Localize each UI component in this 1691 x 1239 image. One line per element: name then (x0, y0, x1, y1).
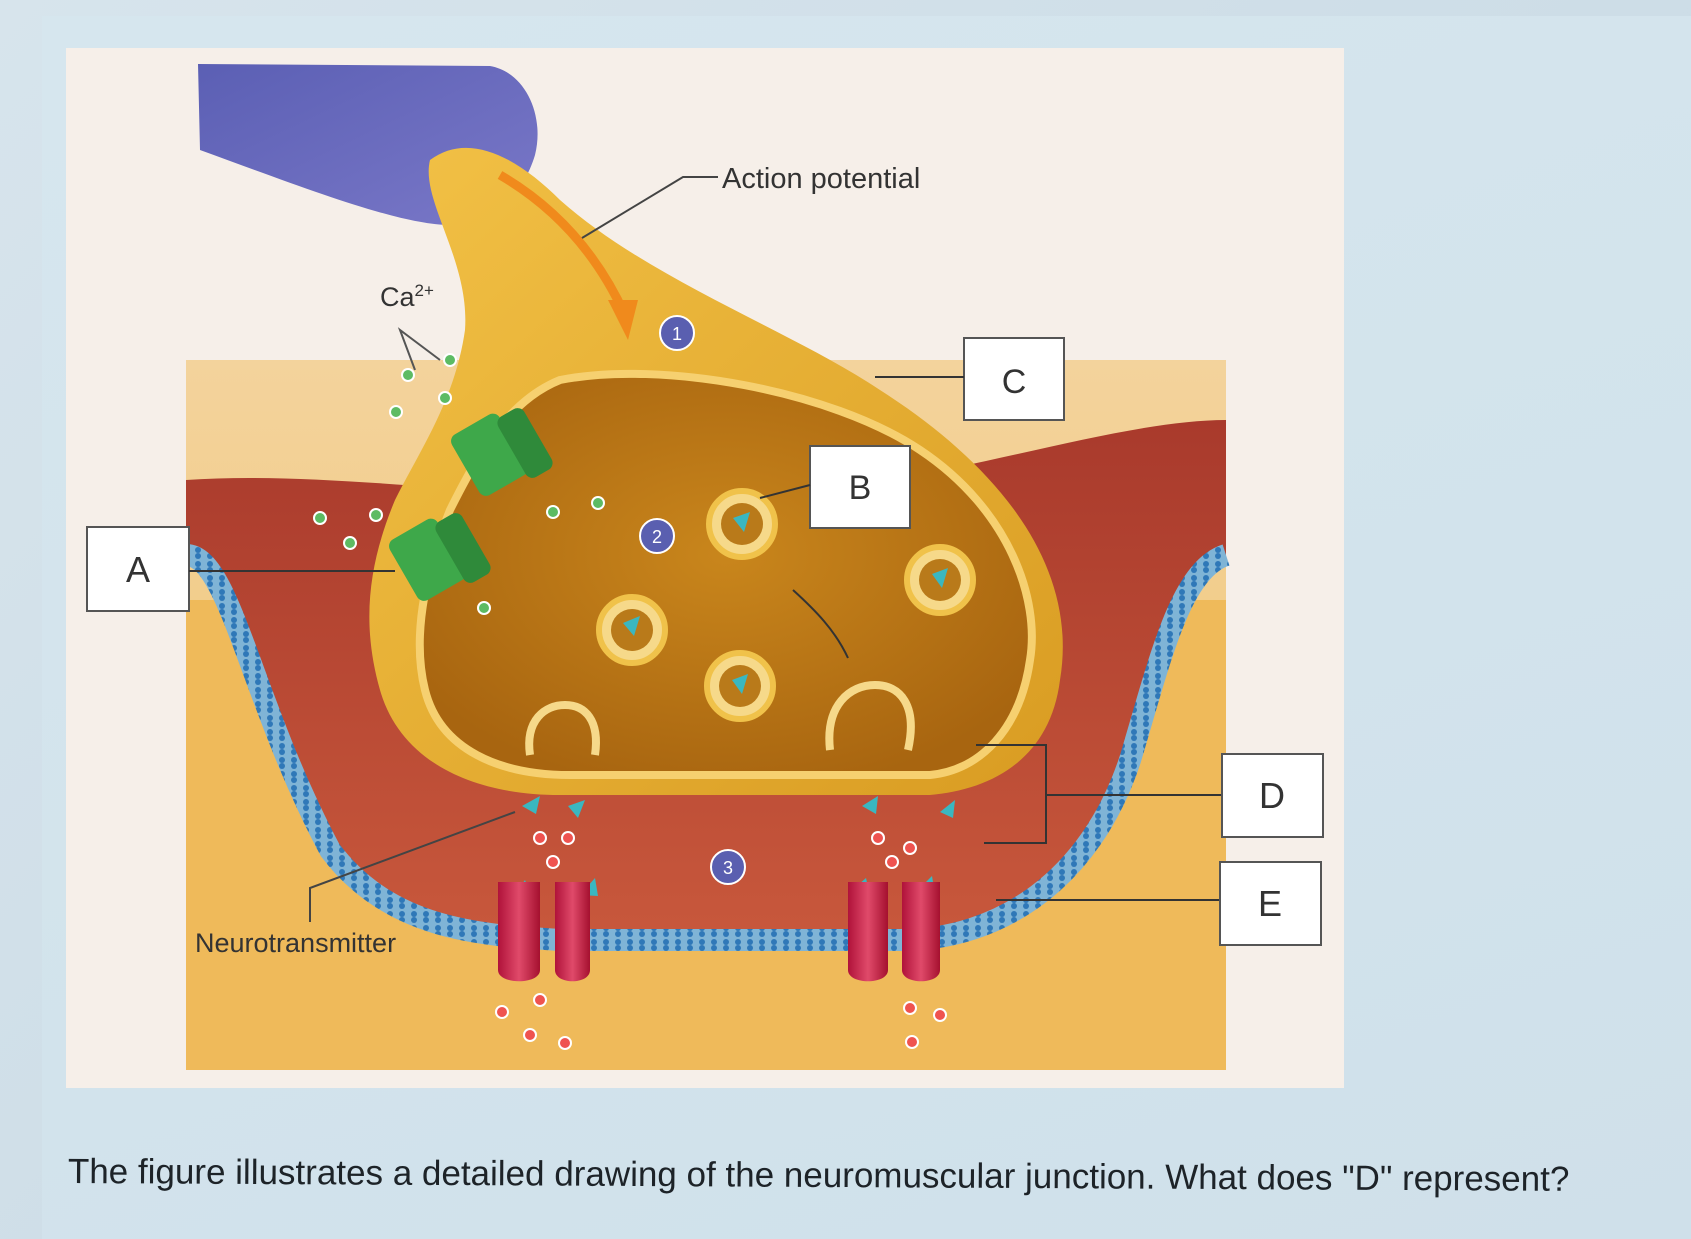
label-e: E (1258, 883, 1282, 924)
synaptic-vesicle (706, 488, 778, 560)
step-2-marker: 2 (639, 518, 675, 554)
ligand-gated-channel (498, 882, 590, 982)
neurotransmitter-label: Neurotransmitter (195, 928, 396, 958)
label-a: A (126, 549, 150, 590)
vesicle-motion-arrow (792, 589, 849, 659)
synaptic-vesicle (904, 544, 976, 616)
label-box-e (1219, 861, 1322, 946)
label-d: D (1259, 775, 1285, 816)
leader-b (759, 484, 811, 499)
label-b: B (849, 469, 872, 507)
sodium-ions (495, 831, 947, 1050)
fusing-vesicle (525, 700, 600, 756)
step-3-marker: 3 (710, 849, 746, 885)
step-2-label: 2 (652, 527, 662, 547)
action-potential-arrow (497, 171, 630, 317)
label-box-a (86, 526, 190, 612)
step-1-label: 1 (672, 324, 682, 344)
step-1-marker: 1 (659, 315, 695, 351)
ligand-gated-channel (848, 882, 940, 982)
step-3-label: 3 (723, 858, 733, 878)
neurotransmitter-leader (309, 811, 516, 922)
label-box-c (963, 337, 1065, 421)
question-text: The figure illustrates a detailed drawin… (67, 1152, 1570, 1199)
calcium-ions (313, 353, 605, 615)
label-box-b (809, 445, 911, 529)
action-potential-label: Action potential (722, 163, 920, 195)
calcium-channel (389, 513, 491, 601)
arrow-head (608, 300, 638, 340)
label-box-d (1221, 753, 1324, 838)
fusing-vesicle (825, 680, 915, 751)
action-potential-leader (581, 176, 718, 239)
label-c: C (1002, 363, 1027, 401)
calcium-arrow (397, 327, 441, 371)
calcium-label: Ca2+ (380, 281, 434, 312)
calcium-channel (451, 408, 553, 496)
synaptic-vesicle (596, 594, 668, 666)
synaptic-vesicle (704, 650, 776, 722)
